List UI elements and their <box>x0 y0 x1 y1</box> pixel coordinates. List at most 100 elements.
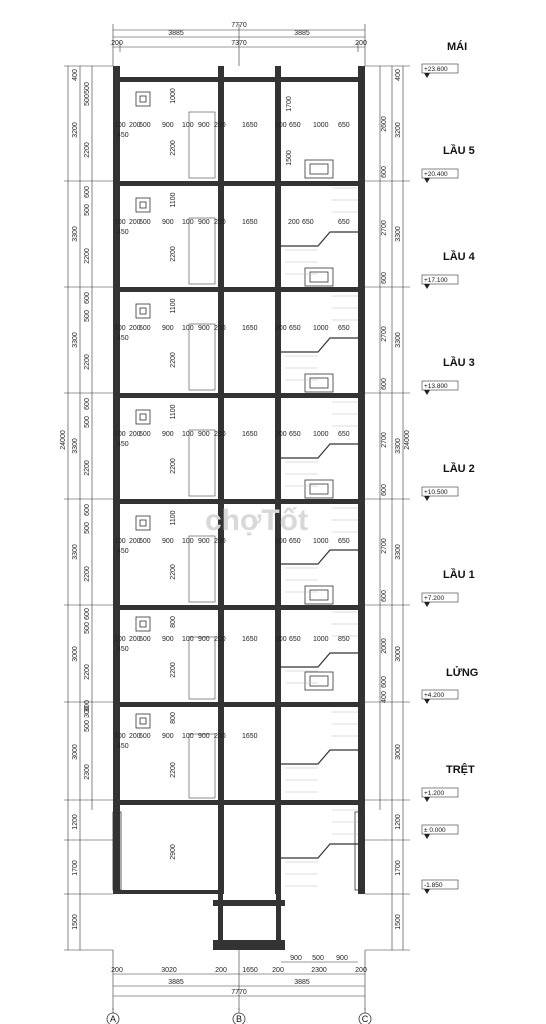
right-sub-dims: 2600 600 2700 600 2700 600 2700 600 2700… <box>381 116 388 703</box>
svg-text:200: 200 <box>288 219 300 226</box>
door-dim-4: 1100 <box>170 510 177 525</box>
floor-name-lau-3: LẦU 3 <box>443 356 475 369</box>
left-sub-a-2: 600 <box>84 186 91 198</box>
svg-text:200: 200 <box>129 733 141 740</box>
left-dim-10: 1500 <box>72 914 79 930</box>
svg-text:100: 100 <box>114 122 126 129</box>
svg-text:650: 650 <box>338 122 350 129</box>
left-sub-a-12: 300 <box>84 706 91 718</box>
svg-text:3020: 3020 <box>161 967 177 974</box>
svg-text:200: 200 <box>129 538 141 545</box>
svg-text:100: 100 <box>114 538 126 545</box>
right-dimension-lines <box>365 65 410 951</box>
svg-text:900: 900 <box>162 325 174 332</box>
left-sub-a-5: 500 <box>84 310 91 322</box>
floor-names: MÁI LẦU 5 LẦU 4 LẦU 3 LẦU 2 LẦU 1 LỬNG T… <box>443 40 478 776</box>
svg-text:100: 100 <box>182 636 194 643</box>
svg-text:2700: 2700 <box>381 326 388 342</box>
left-sub-a-4: 600 <box>84 292 91 304</box>
left-sub-b-3: 2200 <box>84 460 91 476</box>
svg-text:450: 450 <box>117 132 129 139</box>
svg-text:3000: 3000 <box>395 744 402 760</box>
svg-text:200: 200 <box>214 219 226 226</box>
left-sub-a-6: 600 <box>84 398 91 410</box>
svg-text:200: 200 <box>111 967 123 974</box>
svg-text:100: 100 <box>182 219 194 226</box>
door-dim-3: 1100 <box>170 404 177 419</box>
left-sub-b-0: 2200 <box>84 142 91 158</box>
left-sub-a-0: 500 <box>84 94 91 106</box>
svg-text:450: 450 <box>117 646 129 653</box>
svg-text:2700: 2700 <box>381 538 388 554</box>
right-total-dims: 400 3200 3300 3300 3300 3300 3000 3000 1… <box>395 69 411 930</box>
svg-text:600: 600 <box>381 484 388 496</box>
left-dim-2: 3300 <box>72 226 79 242</box>
svg-text:2600: 2600 <box>381 116 388 132</box>
svg-text:900: 900 <box>198 538 210 545</box>
left-sub-a-1: 500 <box>84 82 91 94</box>
left-sub-b-4: 2200 <box>84 566 91 582</box>
left-dim-7: 3000 <box>72 744 79 760</box>
svg-text:600: 600 <box>139 325 151 332</box>
svg-text:200: 200 <box>129 325 141 332</box>
door-h-6: 2200 <box>170 762 177 778</box>
left-sub-a-9: 500 <box>84 522 91 534</box>
door-dim-0: 1000 <box>170 88 177 104</box>
svg-text:200: 200 <box>214 431 226 438</box>
svg-text:3885: 3885 <box>168 979 184 986</box>
door-h-4: 2200 <box>170 564 177 580</box>
svg-text:100: 100 <box>114 636 126 643</box>
svg-text:900: 900 <box>198 733 210 740</box>
svg-text:200: 200 <box>214 636 226 643</box>
window-symbols <box>135 91 334 729</box>
left-dim-6: 3000 <box>72 646 79 662</box>
svg-text:600: 600 <box>139 733 151 740</box>
svg-text:900: 900 <box>198 219 210 226</box>
svg-text:200: 200 <box>214 538 226 545</box>
svg-text:200: 200 <box>275 122 287 129</box>
svg-text:2700: 2700 <box>381 220 388 236</box>
left-dim-0: 400 <box>72 69 79 81</box>
room-row-2: 100 200 600 900 100 900 200 1650 200 650… <box>114 431 350 448</box>
left-sub-b-5: 2200 <box>84 664 91 680</box>
svg-text:1000: 1000 <box>313 538 329 545</box>
svg-text:100: 100 <box>114 325 126 332</box>
svg-text:200: 200 <box>275 538 287 545</box>
room-row-5: 100 200 600 900 100 900 200 1650 200 650… <box>114 122 350 139</box>
svg-text:200: 200 <box>214 733 226 740</box>
level-lau-3: +13.800 <box>424 383 448 390</box>
svg-text:1650: 1650 <box>242 219 258 226</box>
svg-text:500: 500 <box>312 955 324 962</box>
left-total-dims: 400 3200 3300 3300 3300 3300 3000 3000 1… <box>60 69 79 930</box>
svg-text:1650: 1650 <box>242 122 258 129</box>
floor-name-mai: MÁI <box>447 40 467 53</box>
door-h-0: 2200 <box>170 140 177 156</box>
top-inner-dim: 7370 <box>231 40 247 47</box>
svg-text:200: 200 <box>215 967 227 974</box>
stair-treads <box>285 187 358 887</box>
svg-text:1000: 1000 <box>313 122 329 129</box>
svg-text:100: 100 <box>114 431 126 438</box>
svg-text:200: 200 <box>272 967 284 974</box>
door-outlines <box>188 111 216 799</box>
door-h-7: 2900 <box>170 844 177 860</box>
svg-text:100: 100 <box>182 325 194 332</box>
left-sub-a-8: 600 <box>84 504 91 516</box>
left-sub-b-1: 2200 <box>84 248 91 264</box>
svg-text:600: 600 <box>381 378 388 390</box>
top-half-dim-right: 3885 <box>294 30 310 37</box>
svg-text:900: 900 <box>198 431 210 438</box>
svg-text:450: 450 <box>117 441 129 448</box>
svg-text:600: 600 <box>381 166 388 178</box>
svg-text:400: 400 <box>395 69 402 81</box>
building-section <box>112 66 365 950</box>
left-overall-dim: 24000 <box>60 430 67 450</box>
interior-dims: 1000 1100 1100 1100 1100 800 800 2200 22… <box>170 88 177 860</box>
svg-text:850: 850 <box>338 636 350 643</box>
svg-text:100: 100 <box>182 733 194 740</box>
svg-text:100: 100 <box>182 122 194 129</box>
svg-text:200: 200 <box>129 431 141 438</box>
svg-text:1200: 1200 <box>395 814 402 830</box>
svg-text:650: 650 <box>338 219 350 226</box>
svg-text:3300: 3300 <box>395 332 402 348</box>
